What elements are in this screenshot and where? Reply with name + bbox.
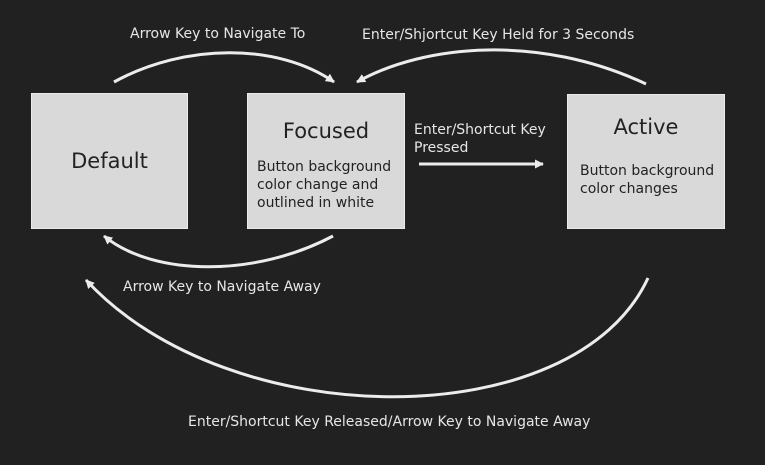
node-default: Default <box>31 93 188 229</box>
arrow-released <box>84 277 650 399</box>
arrow-navigate-to <box>113 51 335 84</box>
node-default-title: Default <box>71 149 148 173</box>
label-navigate-to: Arrow Key to Navigate To <box>130 26 306 42</box>
node-focused-desc: Button background color change and outli… <box>257 158 391 212</box>
label-pressed: Enter/Shortcut Key Pressed <box>414 121 546 157</box>
node-focused-title: Focused <box>282 119 370 143</box>
node-focused-desc-line: outlined in white <box>257 195 375 211</box>
node-active-desc-line: color changes <box>580 181 678 197</box>
label-released: Enter/Shortcut Key Released/Arrow Key to… <box>188 414 591 430</box>
node-active: Active Button background color changes <box>567 94 725 229</box>
node-focused-desc-line: color change and <box>257 177 379 193</box>
node-active-desc-line: Button background <box>580 163 715 179</box>
label-pressed-line: Pressed <box>414 140 469 156</box>
label-navigate-away: Arrow Key to Navigate Away <box>123 279 321 295</box>
label-pressed-line: Enter/Shortcut Key <box>414 122 546 138</box>
arrow-held <box>356 48 647 86</box>
node-active-desc: Button background color changes <box>580 162 714 198</box>
node-focused-desc-line: Button background <box>257 159 392 175</box>
label-held: Enter/Shjortcut Key Held for 3 Seconds <box>362 27 635 43</box>
node-focused: Focused Button background color change a… <box>247 93 405 229</box>
arrow-navigate-away <box>103 234 334 269</box>
node-active-title: Active <box>613 115 679 139</box>
